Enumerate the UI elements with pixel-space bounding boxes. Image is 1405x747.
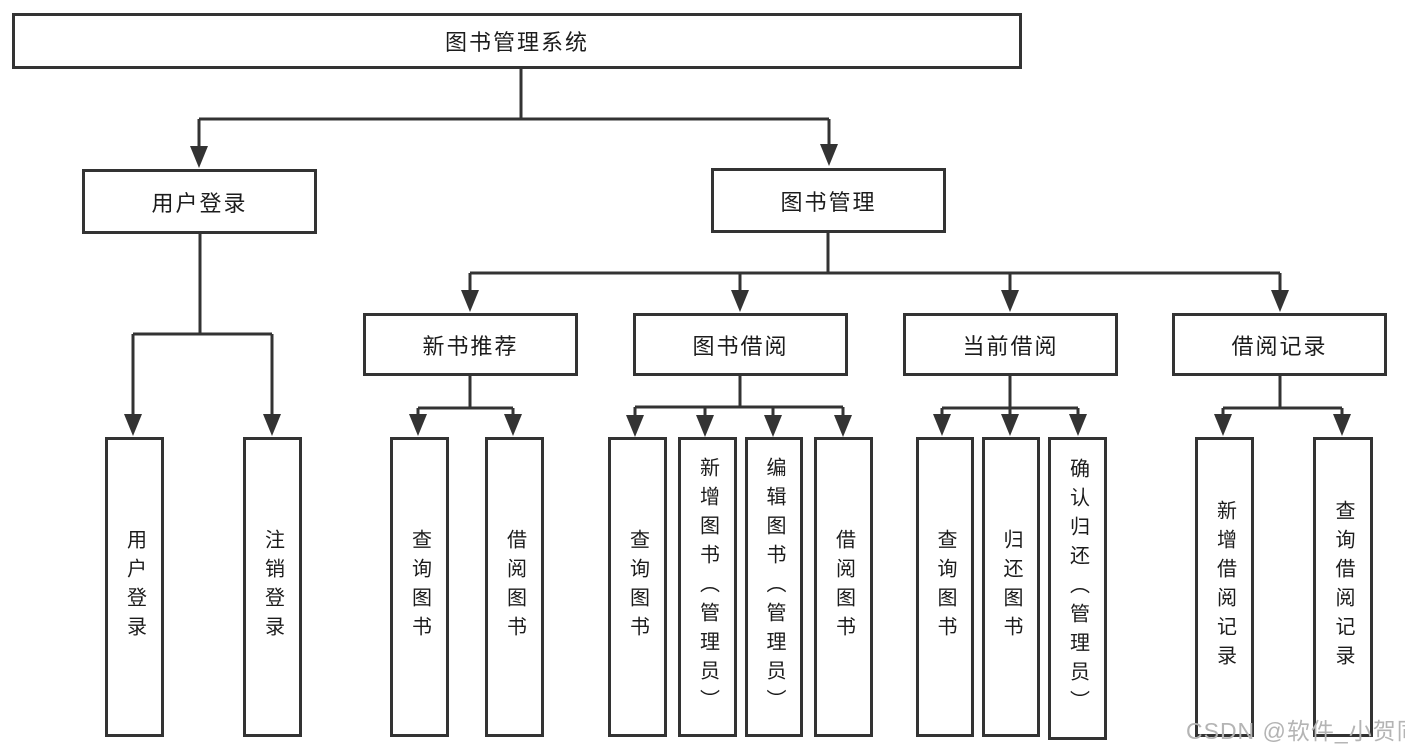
- leaf-label: 归还图书: [1000, 529, 1022, 645]
- node-new-book-recommend-label: 新书推荐: [422, 333, 519, 359]
- watermark: CSDN @软件_小贺同学: [1186, 718, 1405, 744]
- node-new-book-recommend: 新书推荐: [363, 313, 578, 376]
- leaf-logout: 注销登录: [243, 437, 302, 737]
- leaf-label: 新增借阅记录: [1213, 500, 1236, 674]
- leaf-add-books-admin: 新增图书（管理员）: [678, 437, 737, 737]
- leaf-label: 查询借阅记录: [1332, 500, 1354, 674]
- node-book-management-label: 图书管理: [780, 189, 877, 215]
- leaf-query-borrow-record: 查询借阅记录: [1313, 437, 1373, 737]
- leaf-borrow-books-1: 借阅图书: [485, 437, 544, 737]
- leaf-label: 用户登录: [123, 529, 146, 645]
- node-book-borrow-label: 图书借阅: [692, 333, 789, 359]
- leaf-return-books: 归还图书: [982, 437, 1040, 737]
- node-borrow-record-label: 借阅记录: [1231, 333, 1328, 359]
- node-user-login-label: 用户登录: [151, 190, 248, 216]
- node-user-login: 用户登录: [82, 169, 317, 234]
- leaf-confirm-return-admin: 确认归还（管理员）: [1048, 437, 1107, 740]
- leaf-query-books-1: 查询图书: [390, 437, 449, 737]
- node-book-borrow: 图书借阅: [633, 313, 848, 376]
- node-book-management: 图书管理: [711, 168, 946, 233]
- node-current-borrow-label: 当前借阅: [962, 333, 1059, 359]
- leaf-label: 借阅图书: [503, 529, 526, 645]
- node-root: 图书管理系统: [12, 13, 1022, 69]
- node-root-label: 图书管理系统: [444, 30, 589, 55]
- node-current-borrow: 当前借阅: [903, 313, 1118, 376]
- leaf-label: 新增图书（管理员）: [696, 456, 719, 718]
- node-borrow-record: 借阅记录: [1172, 313, 1387, 376]
- leaf-user-login: 用户登录: [105, 437, 164, 737]
- leaf-add-borrow-record: 新增借阅记录: [1195, 437, 1254, 737]
- leaf-label: 注销登录: [261, 529, 284, 645]
- leaf-label: 编辑图书（管理员）: [763, 456, 785, 718]
- leaf-borrow-books-2: 借阅图书: [814, 437, 873, 737]
- leaf-query-books-3: 查询图书: [916, 437, 974, 737]
- leaf-edit-books-admin: 编辑图书（管理员）: [745, 437, 803, 737]
- leaf-label: 查询图书: [408, 529, 431, 645]
- leaf-query-books-2: 查询图书: [608, 437, 667, 737]
- leaf-label: 查询图书: [626, 529, 649, 645]
- leaf-label: 查询图书: [934, 529, 956, 645]
- leaf-label: 确认归还（管理员）: [1066, 458, 1089, 719]
- leaf-label: 借阅图书: [832, 529, 855, 645]
